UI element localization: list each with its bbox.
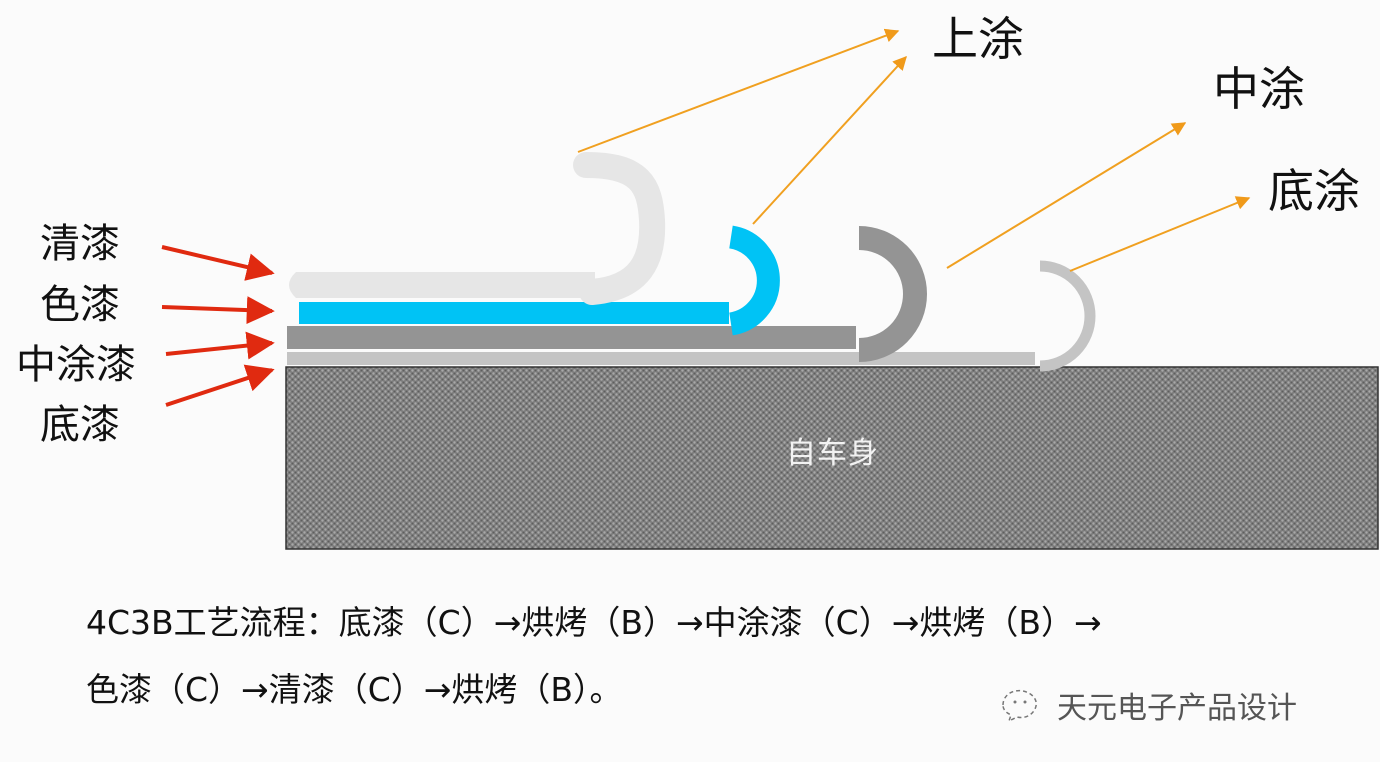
label-primer-surfacer: 中涂漆 xyxy=(16,342,136,388)
car-body-substrate xyxy=(285,366,1379,550)
label-color-coat: 色漆 xyxy=(40,282,120,328)
label-clear-coat: 清漆 xyxy=(40,221,120,267)
process-caption-line2: 色漆（C）→清漆（C）→烘烤（B）。 xyxy=(86,670,623,709)
left-arrows xyxy=(161,245,275,407)
car-body-label: 自车身 xyxy=(786,436,879,471)
watermark: 天元电子产品设计 xyxy=(995,683,1297,727)
wechat-icon xyxy=(1002,689,1037,723)
label-middle-coat: 中涂 xyxy=(1213,62,1305,116)
label-top-coat: 上涂 xyxy=(932,12,1024,66)
process-caption-line1: 4C3B工艺流程：底漆（C）→烘烤（B）→中涂漆（C）→烘烤（B）→ xyxy=(86,603,1102,642)
primer-surfacer-layer xyxy=(287,226,927,362)
watermark-text: 天元电子产品设计 xyxy=(1057,691,1297,726)
label-e-coat: 底漆 xyxy=(40,402,120,448)
clear-coat-layer xyxy=(289,152,666,305)
right-arrows xyxy=(577,28,1251,272)
color-coat-layer xyxy=(299,225,780,336)
e-coat-layer xyxy=(287,260,1096,372)
label-base-coat: 底涂 xyxy=(1268,164,1360,218)
